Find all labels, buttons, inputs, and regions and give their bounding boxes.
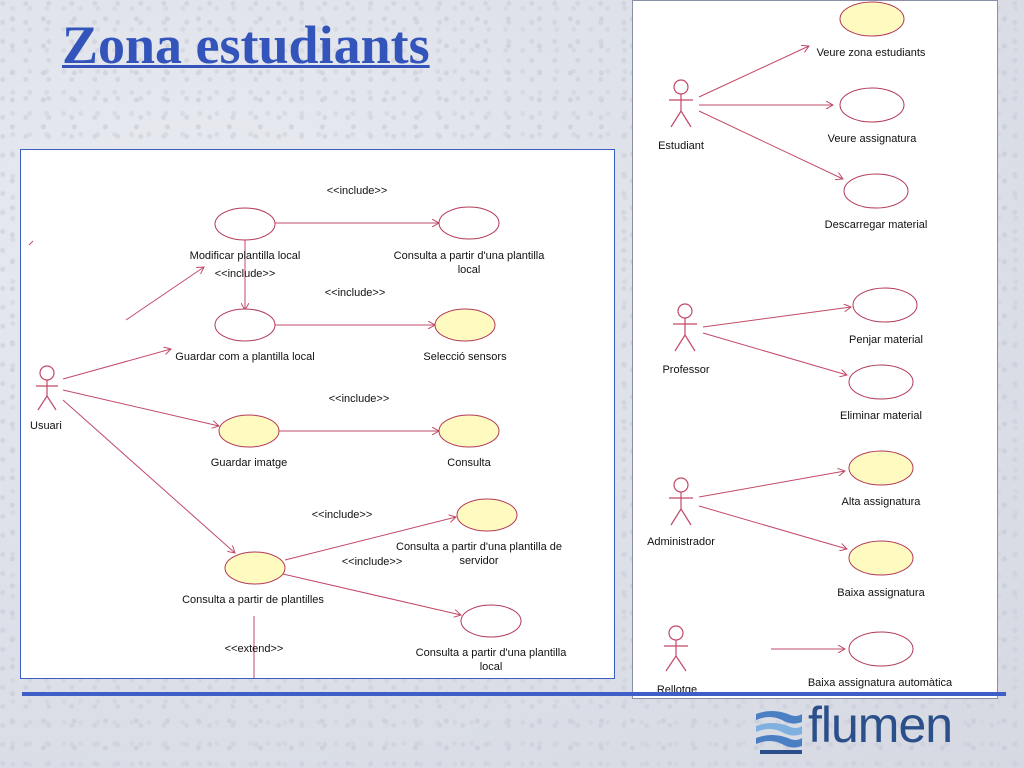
uc-modificar-plantilla-local	[214, 207, 276, 241]
assoc-administrador-alta	[698, 471, 845, 498]
stereotype-extend: <<extend>>	[225, 643, 284, 655]
roles-diagram-canvas: Estudiant Veure zona estudiants Veure as…	[647, 1, 953, 696]
uc-seleccio-sensors	[434, 308, 496, 342]
uc-baixa-label: Baixa assignatura	[837, 587, 925, 599]
uc-modificar-label: Modificar plantilla local	[190, 250, 301, 262]
page-title: Zona estudiants	[62, 15, 430, 75]
uc-consulta-local-2-label-line2: local	[480, 661, 503, 673]
uc-guardar-imatge-label: Guardar imatge	[211, 457, 287, 469]
stereotype-include-1: <<include>>	[327, 185, 388, 197]
stereotype-include-4: <<include>>	[329, 393, 390, 405]
actor-administrador-label: Administrador	[647, 536, 715, 548]
usuari-diagram-canvas: Usuari Modificar plantilla local Consult…	[28, 185, 568, 678]
uc-consulta-servidor-label-line1: Consulta a partir d'una plantilla de	[396, 541, 562, 553]
uc-descarregar-label: Descarregar material	[825, 219, 928, 231]
stray-mark	[28, 240, 34, 246]
stereotype-include-5: <<include>>	[312, 509, 373, 521]
uc-alta-label: Alta assignatura	[842, 496, 922, 508]
uc-consulta-local-1-label-line1: Consulta a partir d'una plantilla	[394, 250, 546, 262]
actor-usuari-figure	[36, 365, 58, 411]
assoc-professor-eliminar	[702, 332, 847, 375]
uc-consulta-local-1-label-line2: local	[458, 264, 481, 276]
flumen-wave-logo-icon	[756, 711, 802, 754]
uc-descarregar-material	[843, 173, 909, 209]
uc-veure-assignatura-label: Veure assignatura	[828, 133, 918, 145]
actor-usuari-label: Usuari	[30, 420, 62, 432]
stereotype-include-6: <<include>>	[342, 556, 403, 568]
uc-guardar-imatge	[218, 414, 280, 448]
uc-veure-zona-label: Veure zona estudiants	[817, 47, 926, 59]
assoc-usuari-modificar	[125, 267, 204, 321]
uc-eliminar-material	[848, 364, 914, 400]
uc-consulta-servidor-label-line2: servidor	[459, 555, 498, 567]
stereotype-include-3: <<include>>	[325, 287, 386, 299]
assoc-professor-penjar	[702, 307, 851, 328]
include-consulta-plantilles-servidor	[284, 517, 456, 561]
uc-baixa-assignatura	[848, 540, 914, 576]
uc-penjar-label: Penjar material	[849, 334, 923, 346]
usuari-use-case-diagram: Usuari Modificar plantilla local Consult…	[20, 149, 615, 679]
uc-seleccio-label: Selecció sensors	[423, 351, 507, 363]
assoc-estudiant-descarregar	[698, 110, 843, 179]
uc-consulta-plantilla-local-2	[460, 604, 522, 638]
uc-consulta-plantilles-label: Consulta a partir de plantilles	[182, 594, 324, 606]
uc-eliminar-label: Eliminar material	[840, 410, 922, 422]
uc-alta-assignatura	[848, 450, 914, 486]
uc-veure-zona-estudiants	[839, 1, 905, 37]
roles-use-case-diagram: Estudiant Veure zona estudiants Veure as…	[632, 0, 998, 699]
actor-estudiant-label: Estudiant	[658, 140, 704, 152]
uc-baixa-assignatura-automatica	[848, 631, 914, 667]
include-consulta-plantilles-local	[282, 573, 461, 615]
assoc-administrador-baixa	[698, 505, 847, 549]
uc-guardar-plantilla-label: Guardar com a plantilla local	[175, 351, 314, 363]
assoc-usuari-guardar-imatge	[62, 389, 219, 426]
actor-professor-figure	[673, 303, 697, 352]
uc-consulta-plantilla-local-1	[438, 206, 500, 240]
uc-penjar-material	[852, 287, 918, 323]
actor-administrador-figure	[669, 477, 693, 526]
actor-rellotge-figure	[664, 625, 688, 672]
assoc-usuari-guardar-plantilla	[62, 349, 171, 380]
assoc-estudiant-veure-zona	[698, 46, 809, 98]
uc-consulta-local-2-label-line1: Consulta a partir d'una plantilla	[416, 647, 568, 659]
uc-consulta-plantilla-servidor	[456, 498, 518, 532]
assoc-usuari-consulta-plantilles	[62, 399, 235, 553]
flumen-logo-text: flumen	[808, 697, 953, 753]
uc-consulta	[438, 414, 500, 448]
actor-estudiant-figure	[669, 79, 693, 128]
stereotype-include-2: <<include>>	[215, 268, 276, 280]
uc-guardar-plantilla-local	[214, 308, 276, 342]
uc-baixa-auto-label: Baixa assignatura automàtica	[808, 677, 953, 689]
uc-consulta-label: Consulta	[447, 457, 491, 469]
actor-professor-label: Professor	[662, 364, 709, 376]
uc-veure-assignatura	[839, 87, 905, 123]
uc-consulta-plantilles	[224, 551, 286, 585]
footer-divider	[22, 692, 1006, 696]
